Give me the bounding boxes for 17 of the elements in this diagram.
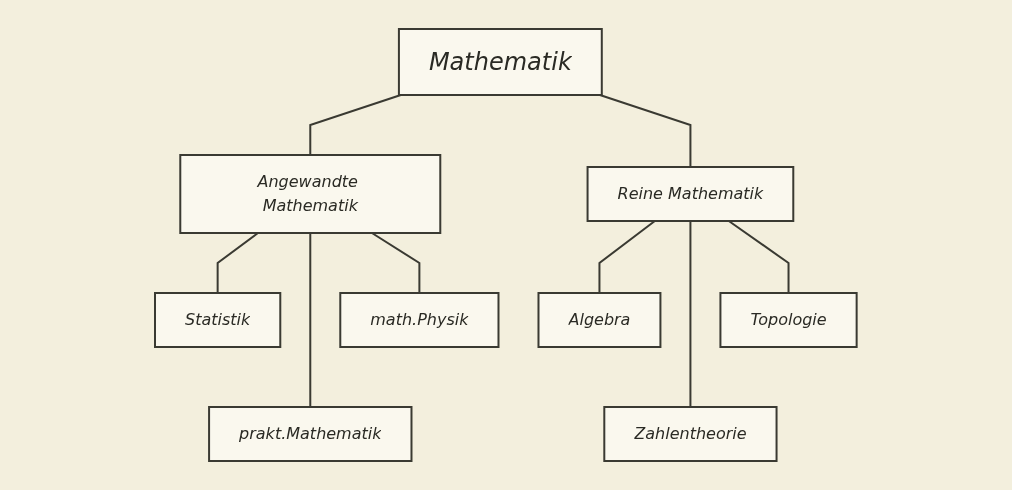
node-box: Algebra (537, 292, 662, 348)
node-box: Angewandte Mathematik (179, 154, 442, 234)
connector (599, 94, 692, 168)
node-box: math.Physik (339, 292, 500, 348)
connector (371, 232, 421, 294)
node-box: Reine Mathematik (586, 166, 795, 222)
connector (728, 220, 790, 294)
node-box: Mathematik (398, 28, 603, 96)
node-box: Statistik (154, 292, 282, 348)
node-box: prakt.Mathematik (208, 406, 413, 462)
node-box: Topologie (719, 292, 858, 348)
connector (598, 220, 656, 294)
connector (309, 94, 402, 156)
connector (309, 232, 312, 408)
connector (689, 220, 692, 408)
node-box: Zahlentheorie (603, 406, 778, 462)
connector (216, 232, 260, 294)
